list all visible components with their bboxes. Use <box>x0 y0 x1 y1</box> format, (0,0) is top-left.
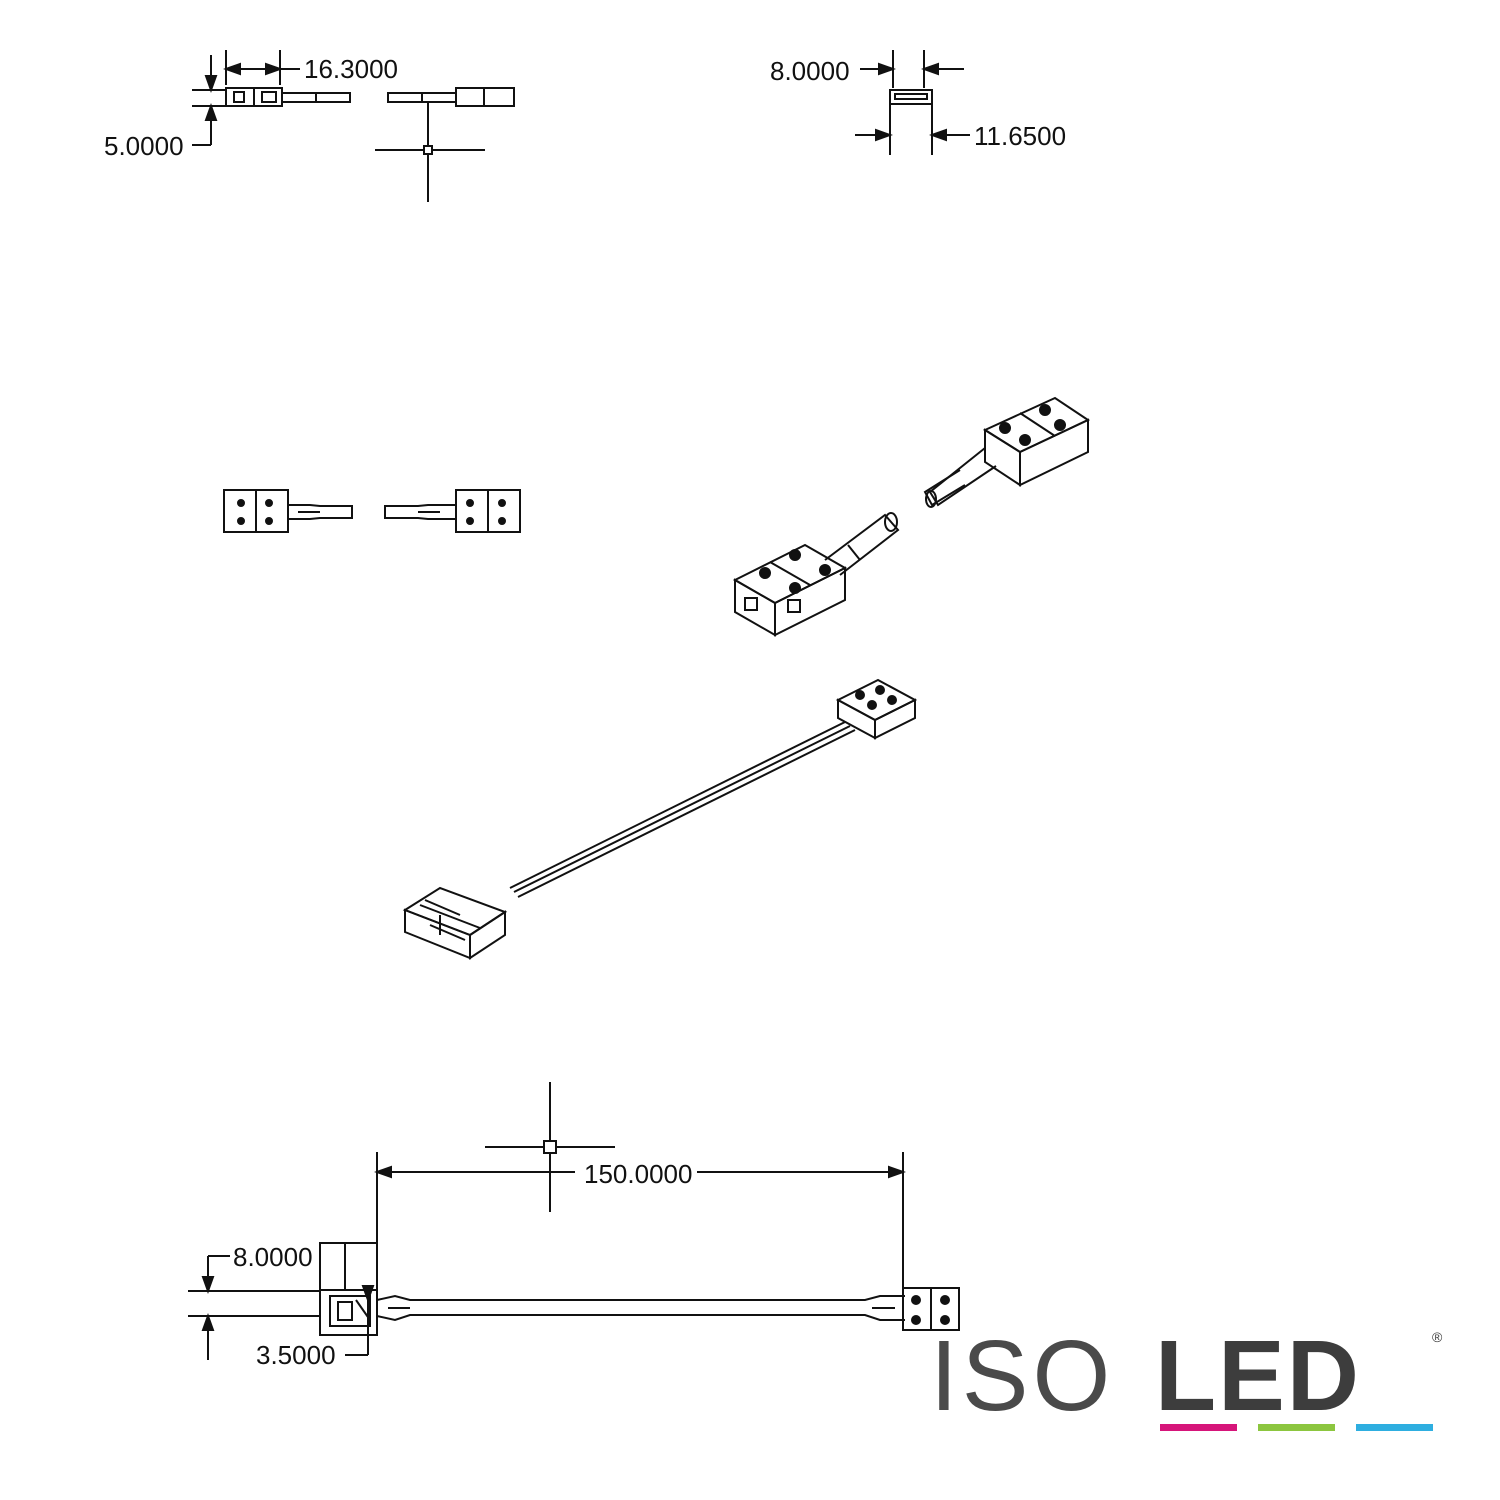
isometric-cable-assembly <box>402 678 918 960</box>
dim-label-150: 150.0000 <box>584 1159 692 1189</box>
logo-bar-cyan <box>1356 1424 1433 1431</box>
top-left-side-view <box>192 50 515 202</box>
dim-label-8-0: 8.0000 <box>770 56 850 86</box>
top-left-dim-labels: 16.3000 5.0000 <box>104 54 398 161</box>
logo-bar-green <box>1258 1424 1335 1431</box>
middle-left-top-view <box>223 489 521 533</box>
dim-label-8-0-bottom: 8.0000 <box>233 1242 313 1272</box>
dim-label-16-3: 16.3000 <box>304 54 398 84</box>
dim-label-11-65: 11.6500 <box>974 121 1066 151</box>
logo-registered-mark: ® <box>1432 1329 1443 1345</box>
logo-bar-magenta <box>1160 1424 1237 1431</box>
bottom-dim-labels: 150.0000 8.0000 3.5000 <box>233 1159 692 1370</box>
top-right-end-view <box>855 50 970 155</box>
dim-label-5-0: 5.0000 <box>104 131 184 161</box>
logo-light-text: ISO <box>930 1320 1114 1432</box>
bottom-plan-view <box>188 1082 960 1360</box>
brand-logo: ISO LED ® <box>930 1320 1443 1432</box>
isometric-exploded-view <box>732 396 1091 637</box>
dim-label-3-5: 3.5000 <box>256 1340 336 1370</box>
logo-bold-text: LED <box>1155 1320 1361 1432</box>
top-right-dim-labels: 8.0000 11.6500 <box>770 56 1066 151</box>
